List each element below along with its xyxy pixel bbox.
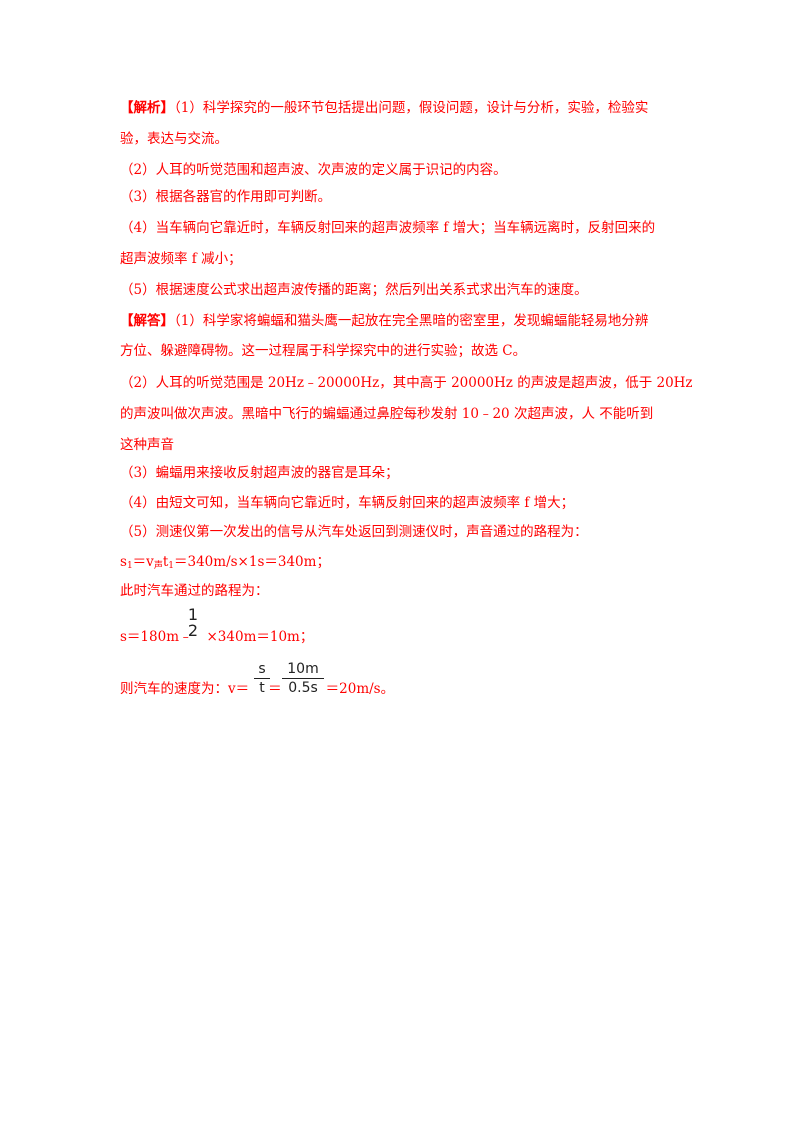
s1-equals-v: ＝v (132, 554, 154, 570)
answer-line-5: 这种声音 (120, 437, 174, 453)
half-numerator: 1 (187, 605, 199, 624)
t-subscript: 1 (168, 561, 174, 571)
analysis-line-2: 验，表达与交流。 (120, 131, 228, 147)
analysis-text: （1）科学探究的一般环节包括提出问题，假设问题，设计与分析，实验，检验实 (174, 100, 649, 116)
s1-result: ＝340m/s×1s＝340m； (174, 554, 330, 570)
analysis-line-6: 超声波频率 f 减小； (120, 251, 242, 267)
formula-s1: s1＝v声t1＝340m/s×1s＝340m； (120, 553, 330, 575)
fraction-denominator-t: t (259, 680, 265, 696)
fraction-bar (254, 678, 270, 679)
fraction-bar (282, 678, 324, 679)
fraction-numerator-10m: 10m (287, 661, 319, 677)
distance-over-time-fraction: 10m 0.5s (282, 661, 324, 696)
s1-symbol: s (120, 554, 127, 570)
analysis-line-5: （4）当车辆向它靠近时，车辆反射回来的超声波频率 f 增大；当车辆远离时，反射回… (120, 220, 656, 236)
t-symbol: t (162, 554, 169, 570)
v-equals: ＝ (268, 681, 282, 697)
fraction-numerator-s: s (258, 661, 266, 677)
fraction-denominator-0.5s: 0.5s (288, 680, 318, 696)
formula-s: s＝180m﹣ ×340m＝10m； (120, 628, 313, 646)
analysis-line-3: （2）人耳的听觉范围和超声波、次声波的定义属于识记的内容。 (120, 162, 507, 178)
s-over-t-fraction: s t (254, 661, 270, 696)
answer-tag: 【解答】 (120, 313, 174, 329)
answer-line-1: 【解答】（1）科学家将蝙蝠和猫头鹰一起放在完全黑暗的密室里，发现蝙蝠能轻易地分辨 (120, 312, 648, 330)
half-fraction: 1 2 (186, 607, 200, 639)
v-prefix: 则汽车的速度为：v＝ (120, 681, 250, 697)
analysis-tag: 【解析】 (120, 100, 174, 116)
car-path-text: 此时汽车通过的路程为： (120, 583, 269, 599)
answer-line-4: 的声波叫做次声波。黑暗中飞行的蝙蝠通过鼻腔每秒发射 10﹣20 次超声波，人 不… (120, 406, 654, 422)
s-suffix: ×340m＝10m； (206, 629, 314, 645)
s1-subscript: 1 (126, 561, 133, 571)
v-result: ＝20m/s。 (325, 681, 395, 697)
analysis-line-7: （5）根据速度公式求出超声波传播的距离；然后列出关系式求出汽车的速度。 (120, 282, 588, 298)
formula-v: 则汽车的速度为：v＝ ＝ ＝20m/s。 (120, 680, 394, 698)
analysis-line-4: （3）根据各器官的作用即可判断。 (120, 189, 332, 205)
s-prefix: s＝180m﹣ (120, 629, 193, 645)
answer-line-3: （2）人耳的听觉范围是 20Hz﹣20000Hz，其中高于 20000Hz 的声… (120, 375, 693, 391)
analysis-line-1: 【解析】（1）科学探究的一般环节包括提出问题，假设问题，设计与分析，实验，检验实 (120, 99, 648, 117)
answer-line-6: （3）蝙蝠用来接收反射超声波的器官是耳朵； (120, 465, 399, 481)
v-subscript: 声 (153, 561, 163, 571)
answer-line-7: （4）由短文可知，当车辆向它靠近时，车辆反射回来的超声波频率 f 增大； (120, 495, 575, 511)
answer-line-2: 方位、躲避障碍物。这一过程属于科学探究中的进行实验；故选 C。 (120, 343, 527, 359)
half-denominator: 2 (187, 621, 199, 640)
answer-text: （1）科学家将蝙蝠和猫头鹰一起放在完全黑暗的密室里，发现蝙蝠能轻易地分辨 (174, 313, 649, 329)
answer-line-8: （5）测速仪第一次发出的信号从汽车处返回到测速仪时，声音通过的路程为： (120, 524, 588, 540)
